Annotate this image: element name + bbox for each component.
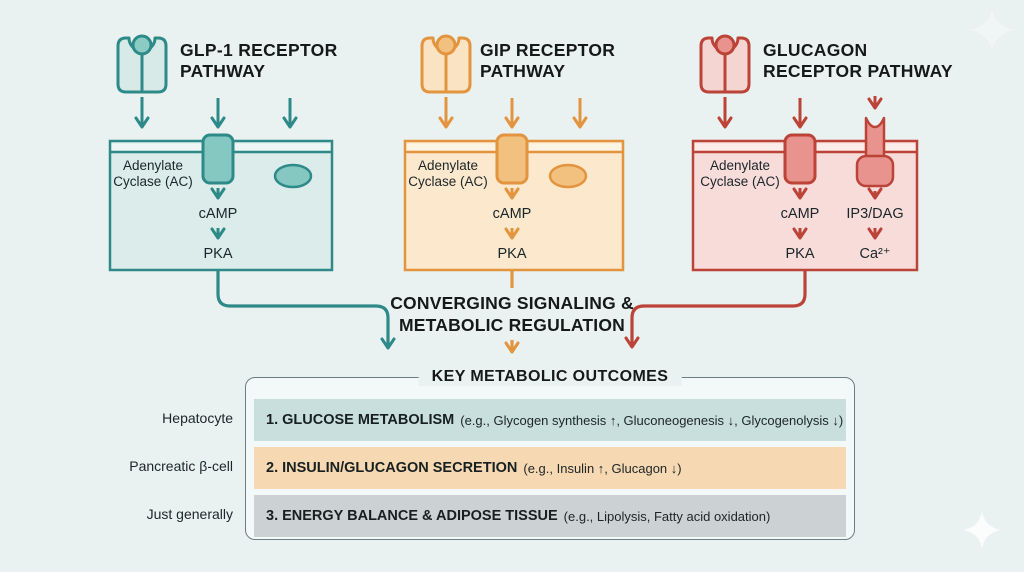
adenylate-cyclase-label: Adenylate Cyclase (AC) [113,158,193,189]
pka-label: PKA [785,246,815,262]
pka-label: PKA [203,246,233,262]
outcome-row-glucose: 1. GLUCOSE METABOLISM (e.g., Glycogen sy… [254,399,846,441]
gip-pathway-graphics [403,34,625,354]
adenylate-cyclase-icon [201,133,235,185]
title-line: GLUCAGON [763,40,868,60]
outcome-heading: 3. ENERGY BALANCE & ADIPOSE TISSUE [266,508,558,524]
converging-heading: CONVERGING SIGNALING & METABOLIC REGULAT… [322,292,702,336]
vesicle-icon [273,163,313,189]
adenylate-cyclase-label: Adenylate Cyclase (AC) [700,158,780,189]
camp-label: cAMP [492,206,532,222]
title-line: GIP RECEPTOR [480,40,616,60]
converging-connector [624,270,807,349]
camp-label: cAMP [780,206,820,222]
converging-connector [216,270,396,350]
receptor-icon [420,34,472,94]
tissue-label-hepatocyte: Hepatocyte [162,410,233,426]
tissue-label-just-generally: Just generally [146,506,233,522]
title-line: PATHWAY [180,61,266,81]
calcium-label: Ca²⁺ [859,246,891,262]
receptor-icon [699,34,751,94]
adenylate-cyclase-icon [495,133,529,185]
title-line: RECEPTOR PATHWAY [763,61,953,81]
outcome-heading: 2. INSULIN/GLUCAGON SECRETION [266,460,518,476]
outcomes-title: KEY METABOLIC OUTCOMES [418,368,682,386]
converging-line: CONVERGING SIGNALING & [390,293,634,313]
glp1-pathway-graphics [108,34,396,350]
outcome-row-energy-balance: 3. ENERGY BALANCE & ADIPOSE TISSUE (e.g.… [254,495,846,537]
adenylate-cyclase-label: Adenylate Cyclase (AC) [408,158,488,189]
receptor-icon [116,34,168,94]
ip3-channel-icon [855,116,895,188]
glucagon-pathway-title: GLUCAGON RECEPTOR PATHWAY [763,40,953,82]
outcome-detail: (e.g., Lipolysis, Fatty acid oxidation) [563,508,771,524]
pka-label: PKA [497,246,527,262]
key-metabolic-outcomes-box: KEY METABOLIC OUTCOMES 1. GLUCOSE METABO… [245,368,855,540]
adenylate-cyclase-icon [783,133,817,185]
glp1-pathway-title: GLP-1 RECEPTOR PATHWAY [180,40,338,82]
outcome-detail: (e.g., Insulin ↑, Glucagon ↓) [523,460,682,476]
outcome-row-insulin-glucagon: 2. INSULIN/GLUCAGON SECRETION (e.g., Ins… [254,447,846,489]
camp-label: cAMP [198,206,238,222]
ip3-dag-label: IP3/DAG [846,206,904,222]
tissue-label-pancreatic-beta-cell: Pancreatic β-cell [129,458,233,474]
outcome-heading: 1. GLUCOSE METABOLISM [266,412,455,428]
glucagon-pathway-graphics [624,34,919,349]
title-line: GLP-1 RECEPTOR [180,40,338,60]
converging-line: METABOLIC REGULATION [399,315,625,335]
gip-pathway-title: GIP RECEPTOR PATHWAY [480,40,615,82]
vesicle-icon [548,163,588,189]
sparkle-icon [963,511,1001,549]
sparkle-icon [970,8,1014,52]
outcome-detail: (e.g., Glycogen synthesis ↑, Gluconeogen… [460,412,844,428]
title-line: PATHWAY [480,61,566,81]
